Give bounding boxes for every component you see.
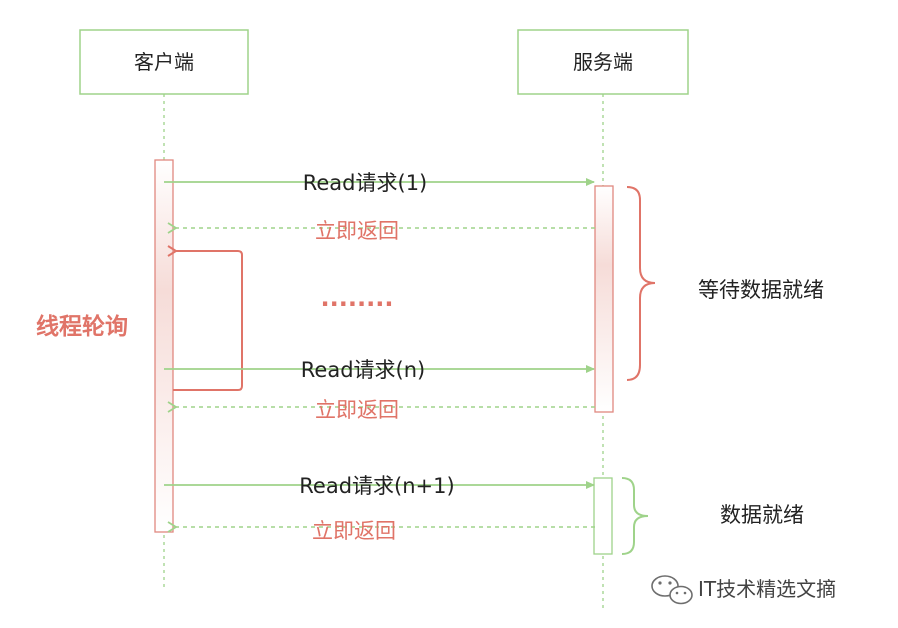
server-activation-bar-ready xyxy=(593,477,613,555)
server-box xyxy=(517,29,689,95)
client-label: 客户端 xyxy=(134,50,194,74)
request-1-label: Read请求(1) xyxy=(303,171,428,195)
polling-loop-arrow xyxy=(167,245,243,391)
watermark: IT技术精选文摘 xyxy=(651,575,836,605)
request-n1-label: Read请求(n+1) xyxy=(299,474,454,498)
waiting-annotation: 等待数据就绪 xyxy=(698,278,824,302)
server-activation-bar-waiting xyxy=(594,185,614,413)
server-participant: 服务端 xyxy=(517,29,689,95)
polling-annotation: 线程轮询 xyxy=(36,313,128,340)
waiting-brace xyxy=(626,186,656,381)
return-n1-label: 立即返回 xyxy=(312,519,396,543)
return-1-label: 立即返回 xyxy=(315,219,399,243)
return-n-label: 立即返回 xyxy=(315,398,399,422)
client-box xyxy=(79,29,249,95)
ellipsis: ........ xyxy=(321,284,394,312)
client-participant: 客户端 xyxy=(79,29,249,95)
server-label: 服务端 xyxy=(573,50,633,74)
ready-brace xyxy=(621,477,649,555)
watermark-text: IT技术精选文摘 xyxy=(698,577,836,601)
request-n-label: Read请求(n) xyxy=(301,358,425,382)
client-activation-bar xyxy=(154,159,174,533)
ready-annotation: 数据就绪 xyxy=(720,503,804,527)
wechat-icon xyxy=(651,575,693,605)
